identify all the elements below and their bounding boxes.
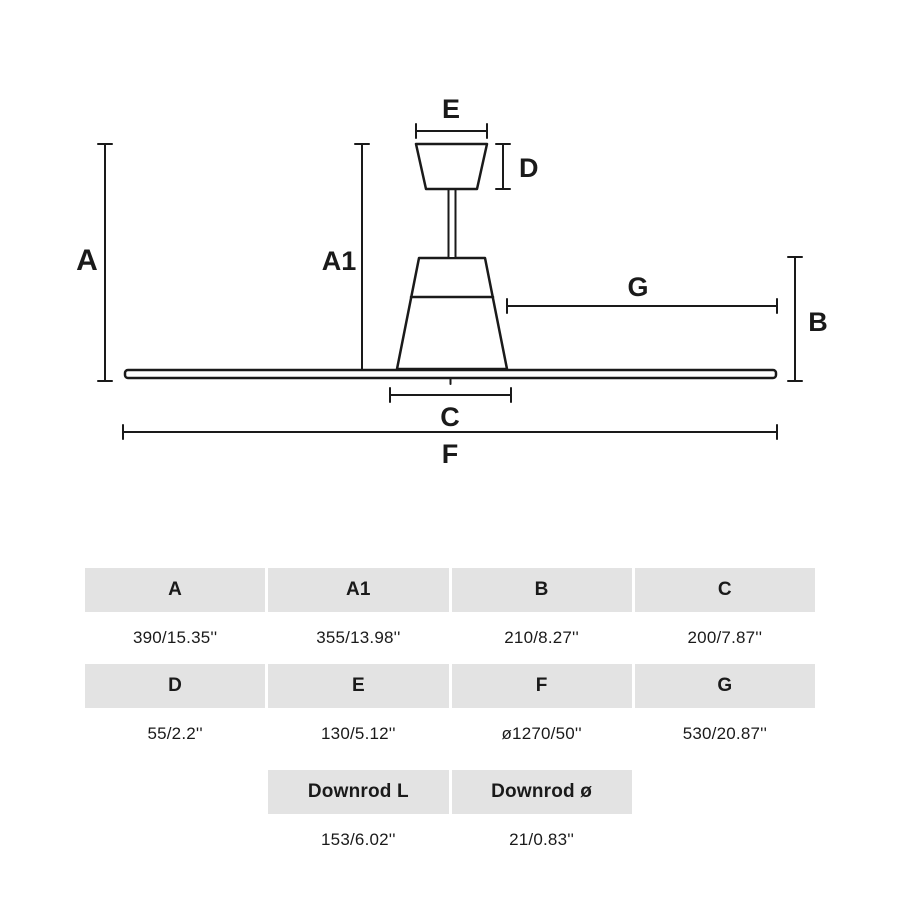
table-value-cell: 210/8.27'' (504, 628, 579, 647)
table-header-row-3: Downrod L Downrod ø (85, 770, 815, 814)
dimension-table: A A1 B C 390/15.35'' 355/13.98'' 210/8.2… (85, 568, 815, 866)
table-value-row-1: 390/15.35'' 355/13.98'' 210/8.27'' 200/7… (85, 615, 815, 661)
table-value-row-3: 153/6.02'' 21/0.83'' (85, 817, 815, 863)
table-value-cell: 355/13.98'' (316, 628, 401, 647)
table-empty-cell (85, 770, 265, 814)
table-value-cell: 130/5.12'' (321, 724, 396, 743)
dim-line-a1 (354, 143, 370, 371)
dim-line-d (495, 143, 511, 190)
table-value-cell: 200/7.87'' (687, 628, 763, 647)
dim-label-a: A (76, 244, 98, 277)
dim-line-g (506, 298, 778, 314)
table-header-row-2: D E F G (85, 664, 815, 708)
table-value-cell: 55/2.2'' (147, 724, 203, 743)
dim-label-f: F (442, 439, 459, 469)
table-header-row-1: A A1 B C (85, 568, 815, 612)
table-header-cell: F (451, 664, 632, 708)
dim-line-c (389, 387, 512, 403)
dim-label-b: B (808, 307, 828, 337)
table-header-cell: E (268, 664, 449, 708)
table-value-cell: 153/6.02'' (321, 830, 396, 849)
dim-label-d: D (519, 153, 539, 183)
table-header-cell: G (634, 664, 815, 708)
table-header-cell: A1 (268, 568, 449, 612)
dim-line-e (415, 123, 488, 139)
table-value-row-2: 55/2.2'' 130/5.12'' ø1270/50'' 530/20.87… (85, 711, 815, 757)
dim-line-f (122, 424, 778, 440)
table-header-cell: D (85, 664, 266, 708)
table-value-cell: ø1270/50'' (501, 724, 582, 743)
dim-label-e: E (442, 94, 460, 124)
table-value-cell: 21/0.83'' (509, 830, 575, 849)
dim-line-a (97, 143, 113, 382)
dim-label-g: G (627, 272, 648, 302)
table-value-cell: 390/15.35'' (132, 628, 218, 647)
table-header-cell: Downrod ø (451, 770, 632, 814)
table-value-cell: 530/20.87'' (682, 724, 768, 743)
downrod-shape (447, 188, 457, 259)
table-header-cell: Downrod L (268, 770, 449, 814)
fan-blades-shape (123, 368, 778, 380)
fan-dimension-diagram: E D A A1 G B C F (76, 94, 828, 469)
canopy-shape (414, 142, 489, 191)
table-header-cell: B (451, 568, 632, 612)
table-empty-cell (85, 817, 265, 861)
table-empty-cell (635, 817, 815, 861)
dim-line-b (787, 256, 803, 382)
table-header-cell: C (634, 568, 815, 612)
dim-label-c: C (440, 402, 460, 432)
table-empty-cell (635, 770, 815, 814)
motor-housing-shape (395, 256, 509, 371)
dim-label-a1: A1 (322, 246, 357, 276)
table-header-cell: A (85, 568, 266, 612)
